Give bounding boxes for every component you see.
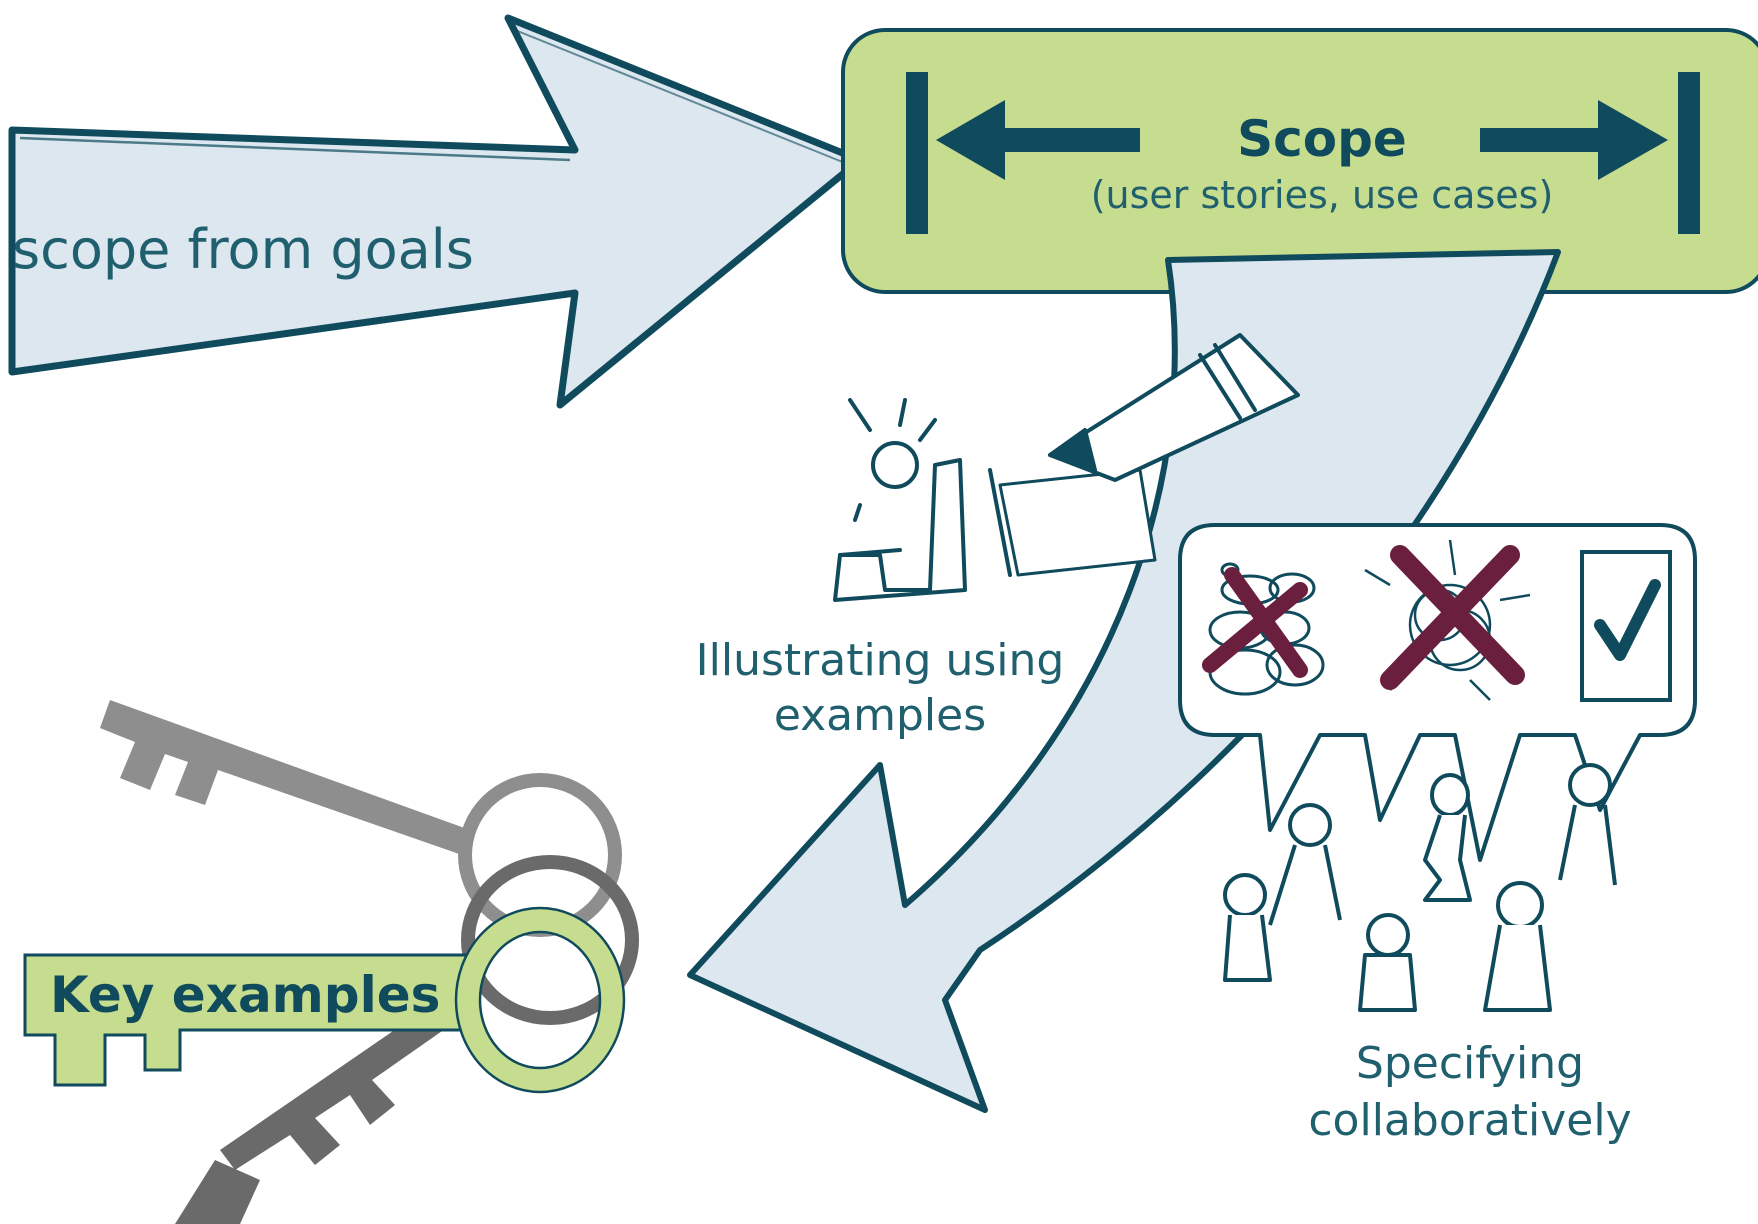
person-4 [1358, 913, 1417, 1012]
scope-right-arrow-icon [1480, 100, 1668, 180]
reject-cross-icon-1 [1202, 567, 1308, 678]
specifying-label-line1: Specifying [1356, 1038, 1584, 1089]
scope-left-arrow-icon [936, 100, 1140, 180]
reject-cross-icon-2 [1380, 545, 1525, 690]
person-6 [1558, 763, 1617, 886]
key-examples-label: Key examples [50, 966, 440, 1024]
pencil-icon [1048, 333, 1300, 482]
illustrating-drawing [833, 333, 1300, 602]
key-icon-green: Key examples [23, 906, 626, 1094]
person-5 [1483, 881, 1552, 1012]
person-1 [1223, 873, 1272, 982]
scope-box: Scope (user stories, use cases) [841, 28, 1758, 294]
option-accepted [1580, 550, 1672, 702]
figure-at-desk-icon [833, 398, 1012, 602]
scope-title: Scope [1237, 110, 1407, 168]
goals-arrow-label: scope from goals [12, 218, 474, 281]
checkmark-icon [1594, 579, 1661, 661]
people-group-icon [1223, 763, 1617, 1012]
scope-right-bar [1678, 72, 1700, 234]
illustrating-label-line2: examples [774, 690, 986, 741]
scope-subtitle: (user stories, use cases) [1091, 173, 1554, 217]
person-3 [1423, 773, 1472, 902]
curved-arrow [687, 249, 1561, 1113]
scope-left-bar [906, 72, 928, 234]
specifying-label-line2: collaboratively [1308, 1095, 1631, 1146]
person-2 [1268, 803, 1342, 926]
goals-arrow: scope from goals [8, 14, 864, 409]
speech-bubble [1178, 523, 1697, 862]
key-icon-grey-1 [100, 700, 622, 937]
illustrating-label-line1: Illustrating using [696, 635, 1065, 686]
